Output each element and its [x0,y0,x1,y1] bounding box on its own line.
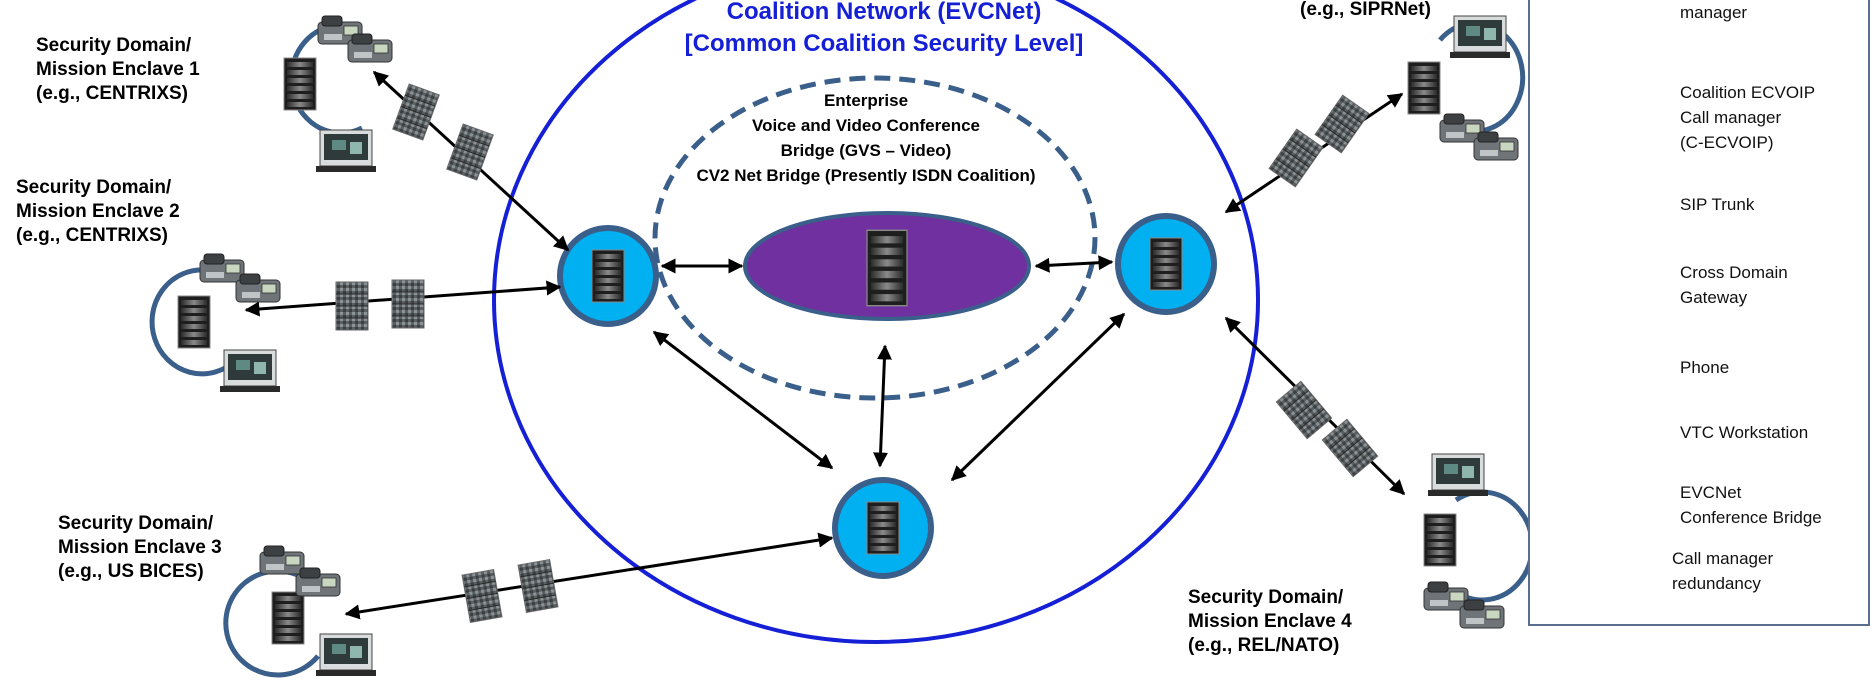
enclave-4-line-3: (e.g., REL/NATO) [1188,635,1340,656]
enclave-cluster-siprnet [1407,15,1526,161]
call-manager-node-left [557,225,659,327]
conference-bridge [743,211,1031,321]
legend-5-line-1: VTC Workstation [1680,423,1809,442]
enclave-3-line-3: (e.g., US BICES) [58,561,204,582]
legend-call-manager-label: manager [1680,0,1747,25]
legend-7-line-1: Call manager [1672,549,1774,568]
call-manager-node-right [1115,213,1217,315]
legend-vtc-label: VTC Workstation [1680,420,1808,445]
enclave-cluster-2 [149,253,281,393]
title-line-2: [Common Coalition Security Level] [684,30,1084,57]
bridge-label-line-3: Bridge (GVS – Video) [780,141,952,160]
legend-6-line-1: EVCNet [1680,483,1742,502]
legend-box [1528,0,1870,626]
title-line-1: Coalition Network (EVCNet) [726,0,1042,25]
enclave-4-line-1: Security Domain/ [1188,587,1344,608]
enclave-4-label: Security Domain/ Mission Enclave 4 (e.g.… [1188,586,1352,658]
legend-1-line-3: (C-ECVOIP) [1680,133,1774,152]
bridge-label-line-4: CV2 Net Bridge (Presently ISDN Coalition… [696,166,1036,185]
network-title: Coalition Network (EVCNet) [Common Coali… [584,0,1184,60]
enclave-cluster-3 [223,545,377,678]
legend-coalition-label: Coalition ECVOIP Call manager (C-ECVOIP) [1680,80,1815,155]
enclave-1-label: Security Domain/ Mission Enclave 1 (e.g.… [36,34,200,106]
bridge-label: Enterprise Voice and Video Conference Br… [656,88,1076,188]
enclave-2-label: Security Domain/ Mission Enclave 2 (e.g.… [16,176,180,248]
legend-bridge-label: EVCNet Conference Bridge [1680,480,1822,530]
call-manager-node-bottom [832,477,934,579]
bridge-label-line-2: Voice and Video Conference [752,116,980,135]
enclave-3-label: Security Domain/ Mission Enclave 3 (e.g.… [58,512,222,584]
enclave-siprnet-label: (e.g., SIPRNet) [1300,0,1431,22]
enclave-1-line-1: Security Domain/ [36,35,192,56]
legend-2-line-1: SIP Trunk [1680,195,1755,214]
enclave-4-line-2: Mission Enclave 4 [1188,611,1352,632]
enclave-siprnet-line-1: (e.g., SIPRNet) [1300,0,1431,20]
legend-gateway-label: Cross Domain Gateway [1680,260,1788,310]
enclave-cluster-1 [283,15,393,173]
legend-0-line-1: manager [1680,3,1748,22]
legend-1-line-2: Call manager [1680,108,1782,127]
enclave-cluster-4 [1423,453,1535,629]
bridge-label-line-1: Enterprise [823,91,909,110]
legend-sip-trunk-label: SIP Trunk [1680,192,1754,217]
legend-3-line-2: Gateway [1680,288,1748,307]
legend-4-line-1: Phone [1680,358,1730,377]
enclave-3-line-1: Security Domain/ [58,513,214,534]
enclave-2-line-3: (e.g., CENTRIXS) [16,225,169,246]
enclave-3-line-2: Mission Enclave 3 [58,537,222,558]
enclave-2-line-2: Mission Enclave 2 [16,201,180,222]
legend-3-line-1: Cross Domain [1680,263,1788,282]
legend-6-line-2: Conference Bridge [1680,508,1822,527]
enclave-2-line-1: Security Domain/ [16,177,172,198]
legend-redundancy-label: Call manager redundancy [1672,546,1773,596]
legend-phone-label: Phone [1680,355,1729,380]
enclave-1-line-3: (e.g., CENTRIXS) [36,83,189,104]
legend-1-line-1: Coalition ECVOIP [1680,83,1816,102]
enclave-1-line-2: Mission Enclave 1 [36,59,200,80]
legend-7-line-2: redundancy [1672,574,1761,593]
